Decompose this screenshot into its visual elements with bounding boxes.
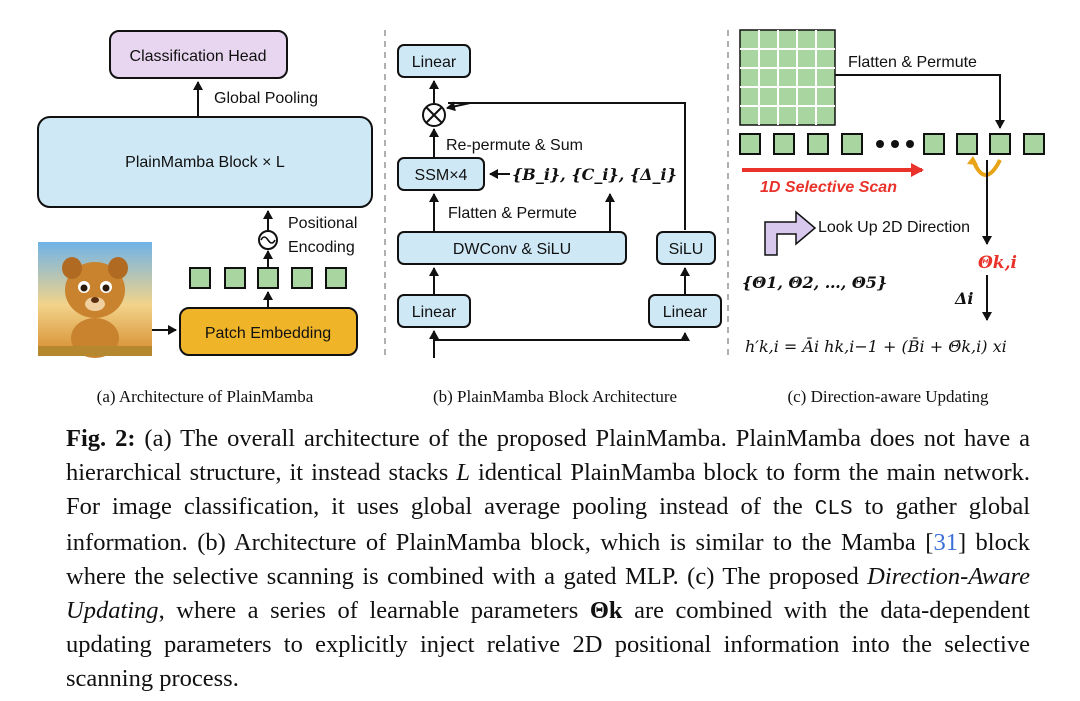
silu-box (656, 231, 716, 265)
method-name: Direction-Aware Updating (66, 563, 1030, 624)
encoding-label: Encoding (288, 239, 355, 256)
ssm-label: SSM×4 (415, 167, 468, 184)
arrow-gate-to-mul (446, 101, 471, 112)
linear-top-box (397, 44, 471, 78)
arrow-flatten (835, 74, 1005, 129)
delta-i-label: Δi (954, 289, 974, 308)
dwconv-label: DWConv & SiLU (453, 241, 571, 258)
caption-c: (c) Direction-aware Updating (787, 387, 989, 406)
linear-right-box (648, 294, 722, 328)
repermute-sum-label: Re-permute & Sum (446, 137, 583, 154)
global-pooling-label: Global Pooling (214, 90, 318, 107)
citation-link[interactable]: 31 (933, 529, 958, 557)
lookup-label: Look Up 2D Direction (818, 219, 970, 236)
token (189, 267, 211, 289)
theta-ki-label: Θk,i (978, 253, 1017, 273)
silu-label: SiLU (669, 241, 704, 258)
positional-label: Positional (288, 215, 357, 232)
panel-b: Linear Re-permute & Sum SSM×4 {B_i}, {C_… (397, 44, 722, 406)
theta-set-label: {Θ1, Θ2, …, Θ5} (742, 273, 887, 292)
linear-left-box (397, 294, 471, 328)
patch-embedding-box (179, 307, 358, 356)
cls-token: CLS (814, 497, 853, 521)
dwconv-box (397, 231, 627, 265)
caption-a: (a) Architecture of PlainMamba (97, 387, 314, 406)
ssm-params-label: {B_i}, {C_i}, {Δ_i} (512, 165, 677, 184)
update-equation: h′k,i = Āi hk,i−1 + (B̄i + Θ̄k,i) xi (745, 335, 1007, 356)
token (257, 267, 279, 289)
token (291, 267, 313, 289)
classification-head-label: Classification Head (130, 48, 267, 65)
panel-a: Classification Head Global Pooling Plain… (37, 30, 373, 406)
patch-embedding-label: Patch Embedding (205, 325, 331, 342)
token (325, 267, 347, 289)
plainmamba-block-box (37, 116, 373, 208)
fig-label: Fig. 2: (66, 425, 136, 452)
linear-right-label: Linear (663, 304, 708, 321)
patch-tokens (189, 267, 347, 289)
token-sequence (739, 133, 1045, 155)
flatten-permute-b-label: Flatten & Permute (448, 205, 577, 222)
selective-scan-label: 1D Selective Scan (760, 179, 897, 196)
linear-left-label: Linear (412, 304, 457, 321)
theta-k-symbol: Θk (589, 596, 623, 624)
plainmamba-block-label: PlainMamba Block × L (125, 154, 285, 171)
lion-cub-image (38, 242, 152, 358)
linear-top-label: Linear (412, 54, 457, 71)
ssm-box (397, 157, 485, 191)
token (224, 267, 246, 289)
classification-head-box (109, 30, 288, 79)
flatten-permute-c-label: Flatten & Permute (848, 54, 977, 71)
patch-grid (739, 29, 836, 126)
figure-caption: Fig. 2: (a) The overall architecture of … (66, 425, 1030, 692)
panel-c: Flatten & Permute 1D Selective Scan Look… (739, 29, 1045, 406)
figure-diagram: Classification Head Global Pooling Plain… (37, 29, 1045, 406)
caption-b: (b) PlainMamba Block Architecture (433, 387, 677, 406)
lookup-arrow-icon (764, 210, 817, 256)
